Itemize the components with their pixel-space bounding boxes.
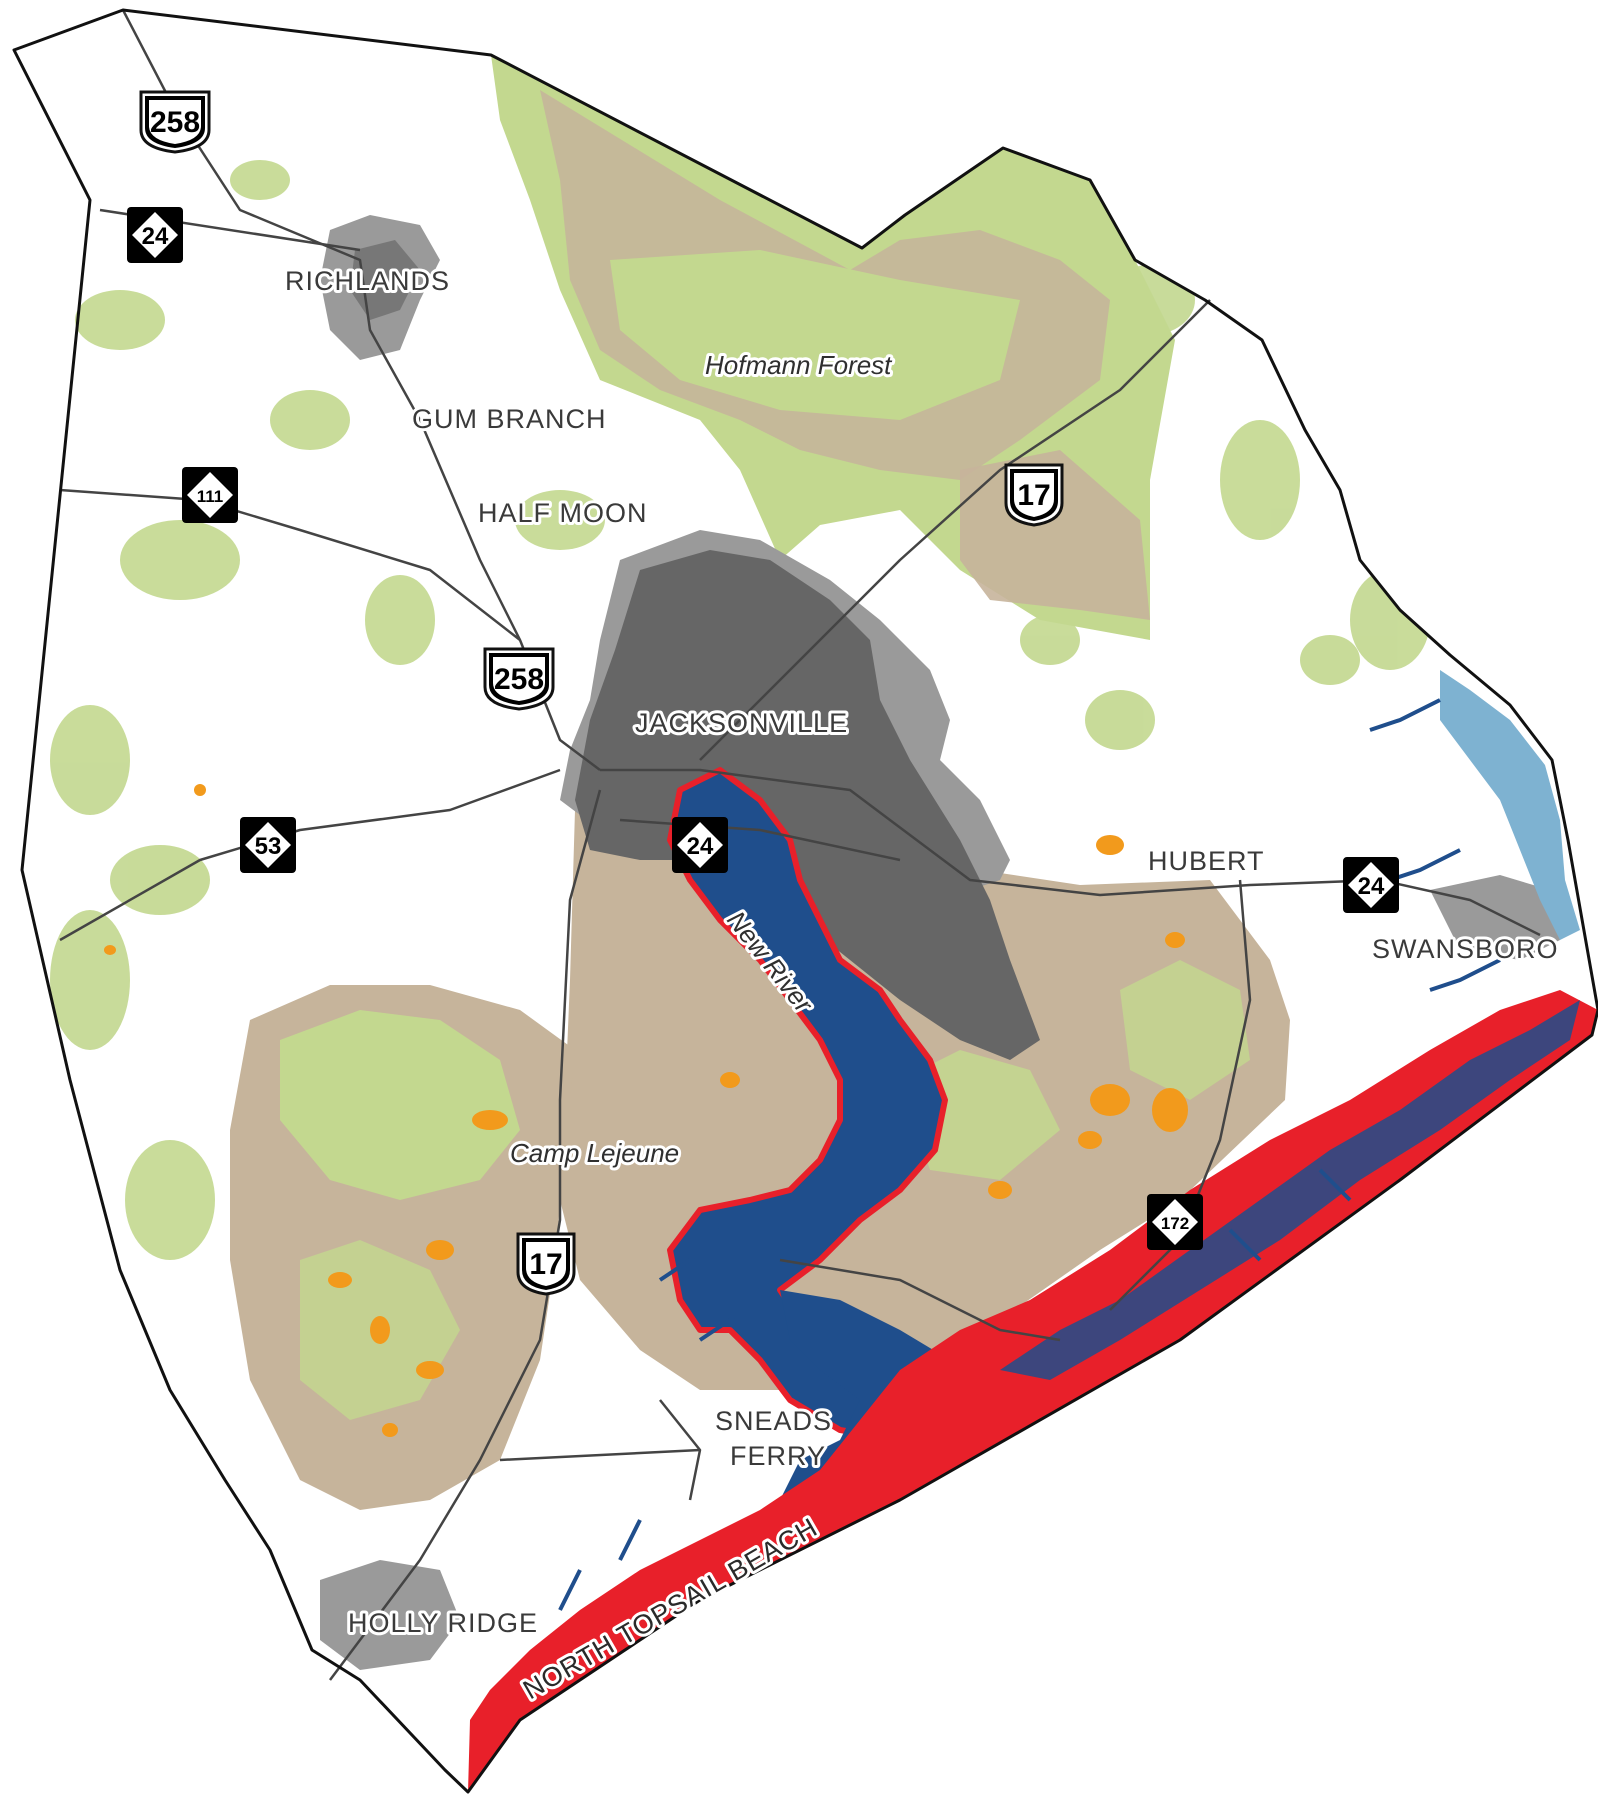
label-sneads-ferry-line1: SNEADS [715,1406,832,1436]
us-17-shield-north: 17 [1004,463,1064,527]
jacksonville-urban-dark [575,550,1040,1060]
nc-53-shield-label: 53 [255,833,282,860]
us-258-shield-north-label: 258 [150,106,200,139]
nc-24-shield-swansboro: 24 [1343,857,1399,913]
us-258-shield-north: 258 [139,90,211,154]
label-half-moon: HALF MOON [478,498,648,528]
label-holly-ridge: HOLLY RIDGE [348,1608,538,1638]
bogue-sound [1440,670,1580,940]
label-jacksonville: JACKSONVILLE [635,708,848,738]
label-camp-lejeune: Camp Lejeune [510,1138,679,1168]
holly-ridge-urban [320,1560,460,1670]
nc-111-shield: 111 [182,467,238,523]
label-hofmann-forest: Hofmann Forest [705,350,893,380]
us-17-shield-south-label: 17 [529,1248,562,1281]
nc-24-shield-swansboro-label: 24 [1358,873,1385,900]
nc-24-shield-northwest-label: 24 [142,223,169,250]
nc-24-shield-northwest: 24 [127,207,183,263]
label-hubert: HUBERT [1148,846,1265,876]
label-swansboro: SWANSBORO [1372,934,1559,964]
swansboro-urban [1430,875,1560,960]
camp-lejeune-west-green [280,1010,520,1200]
richlands-urban-dark [350,240,420,320]
us-17-shield-north-label: 17 [1017,479,1050,512]
coastal-marsh-blue [1000,1000,1580,1380]
us-258-shield-central-label: 258 [494,663,544,696]
nc-24-shield-jacksonville-label: 24 [687,833,714,860]
county-boundary [12,8,1598,1794]
tidal-creeks [558,698,1501,1611]
orange-patches [104,784,1188,1437]
nc-172-shield: 172 [1147,1194,1203,1250]
nc-172-shield-label: 172 [1161,1214,1189,1233]
us-17-shield-south: 17 [516,1232,576,1296]
hofmann-forest-inner [610,250,1020,420]
label-sneads-ferry-line2: FERRY [730,1441,826,1471]
label-richlands: RICHLANDS [285,266,450,296]
label-gum-branch: GUM BRANCH [412,404,607,434]
new-river-mouth [780,1290,960,1520]
nc-24-shield-jacksonville: 24 [672,817,728,873]
camp-lejeune-east-green-2 [1120,960,1250,1100]
nc-53-shield: 53 [240,817,296,873]
nc-111-shield-label: 111 [197,487,224,506]
us-258-shield-central: 258 [483,647,555,711]
